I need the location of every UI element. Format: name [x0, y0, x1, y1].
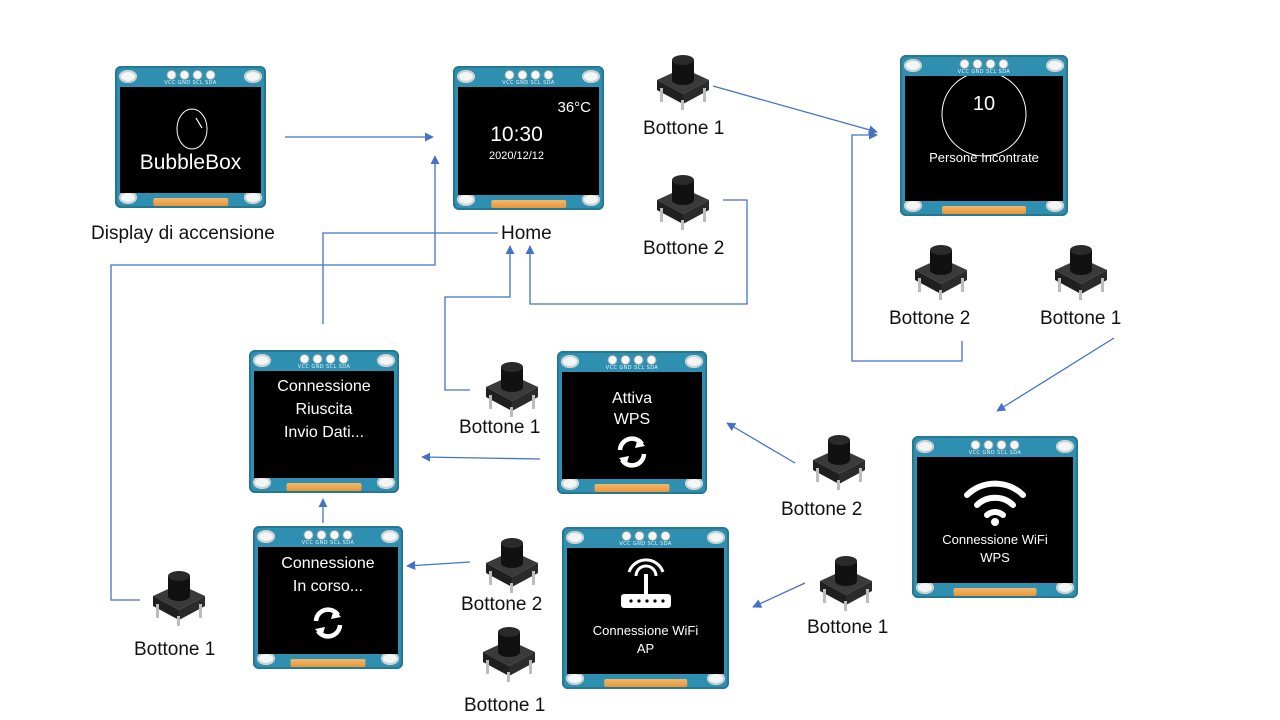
conn-ok-line3: Invio Dati... [283, 424, 365, 441]
oled-attiva-wps: VCC GND SCL SDA Attiva WPS [557, 351, 707, 494]
sync-icon [313, 607, 343, 639]
push-button-icon [910, 244, 972, 300]
arrow-counter-btn2-back [851, 130, 963, 362]
pin-labels: VCC GND SCL SDA [957, 69, 1011, 75]
oled-screen: Connessione WiFi WPS [917, 457, 1073, 583]
oled-counter: VCC GND SCL SDA 10 Persone Incontrate [900, 55, 1068, 216]
pin-labels: VCC GND SCL SDA [297, 364, 351, 370]
label-bottone-2: Bottone 2 [643, 238, 725, 259]
router-icon [621, 558, 671, 608]
label-bottone-1: Bottone 1 [643, 118, 725, 139]
oled-screen: Attiva WPS [562, 372, 702, 479]
pin-labels: VCC GND SCL SDA [164, 80, 217, 86]
push-button-icon [481, 361, 543, 417]
label-bottone-2: Bottone 2 [461, 594, 543, 615]
pin-labels: VCC GND SCL SDA [502, 80, 555, 86]
arrow-btn2-to-home [525, 199, 748, 305]
arrow-btn1-progress-to-home [110, 155, 440, 601]
conn-ok-line1: Connessione [277, 378, 371, 395]
label-bottone-2: Bottone 2 [781, 499, 863, 520]
push-button-icon [148, 570, 210, 626]
push-button-icon [1050, 244, 1112, 300]
arrow-btn1-wps-to-home [444, 245, 515, 391]
home-date: 2020/12/12 [488, 150, 545, 162]
arrow-btn2-to-attivawps [726, 422, 796, 464]
wifi-ap-line1: Connessione WiFi [592, 623, 699, 638]
oled-wifi-wps: VCC GND SCL SDA Connessione WiFi WPS [912, 436, 1078, 598]
oled-conn-progress: VCC GND SCL SDA Connessione In corso... [253, 526, 403, 669]
attiva-line2: WPS [613, 411, 651, 428]
push-button-icon [481, 537, 543, 593]
push-button-icon [478, 626, 540, 682]
oled-screen: Connessione In corso... [258, 547, 398, 654]
oled-screen: Connessione Riuscita Invio Dati... [254, 371, 394, 478]
home-temp: 36°C [557, 99, 591, 116]
push-button-icon [815, 555, 877, 611]
push-button-icon [808, 434, 870, 490]
oled-home: VCC GND SCL SDA 36°C 10:30 2020/12/12 [453, 66, 604, 210]
wifi-wps-line1: Connessione WiFi [942, 532, 1048, 547]
label-bottone-2: Bottone 2 [889, 308, 971, 329]
label-bottone-1: Bottone 1 [464, 695, 546, 716]
oled-screen: 36°C 10:30 2020/12/12 [458, 87, 599, 195]
home-time: 10:30 [490, 123, 543, 146]
egg-icon [176, 108, 208, 150]
attiva-line1: Attiva [611, 390, 652, 407]
pin-labels: VCC GND SCL SDA [301, 540, 355, 546]
arrow-btn1-to-counter [712, 85, 878, 135]
label-bottone-1: Bottone 1 [807, 617, 889, 638]
oled-screen: BubbleBox [120, 87, 261, 193]
wifi-wps-line2: WPS [980, 550, 1010, 565]
oled-boot: VCC GND SCL SDA BubbleBox [115, 66, 266, 208]
oled-screen: Connessione WiFi AP [567, 548, 724, 674]
wifi-icon [964, 480, 1026, 526]
oled-screen: 10 Persone Incontrate [905, 76, 1063, 201]
counter-label: Persone Incontrate [929, 150, 1039, 165]
counter-value: 10 [972, 93, 996, 115]
arrow-attivawps-to-connok [421, 452, 541, 462]
boot-title: BubbleBox [139, 151, 242, 174]
circle-ring-icon [941, 76, 1027, 157]
arrow-counter-btn1-to-wifiwps [996, 337, 1115, 412]
oled-wifi-ap: VCC GND SCL SDA Connessione WiFi AP [562, 527, 729, 689]
arrow-btn1-ap-to-wifiap [752, 582, 806, 608]
push-button-icon [652, 54, 714, 110]
conn-ok-line2: Riuscita [295, 401, 353, 418]
progress-line2: In corso... [292, 578, 364, 595]
oled-conn-ok: VCC GND SCL SDA Connessione Riuscita Inv… [249, 350, 399, 493]
label-bottone-1: Bottone 1 [134, 639, 216, 660]
pin-labels: VCC GND SCL SDA [968, 450, 1022, 456]
progress-line1: Connessione [281, 555, 375, 572]
sync-icon [617, 436, 647, 468]
pin-labels: VCC GND SCL SDA [619, 541, 672, 547]
pin-labels: VCC GND SCL SDA [605, 365, 659, 371]
arrow-btn2-to-progress [406, 560, 471, 571]
caption-boot: Display di accensione [91, 223, 275, 244]
label-bottone-1: Bottone 1 [459, 417, 541, 438]
push-button-icon [652, 174, 714, 230]
arrow-connok-to-home [322, 232, 498, 324]
caption-home: Home [501, 223, 552, 244]
label-bottone-1: Bottone 1 [1040, 308, 1122, 329]
wifi-ap-line2: AP [636, 641, 655, 656]
